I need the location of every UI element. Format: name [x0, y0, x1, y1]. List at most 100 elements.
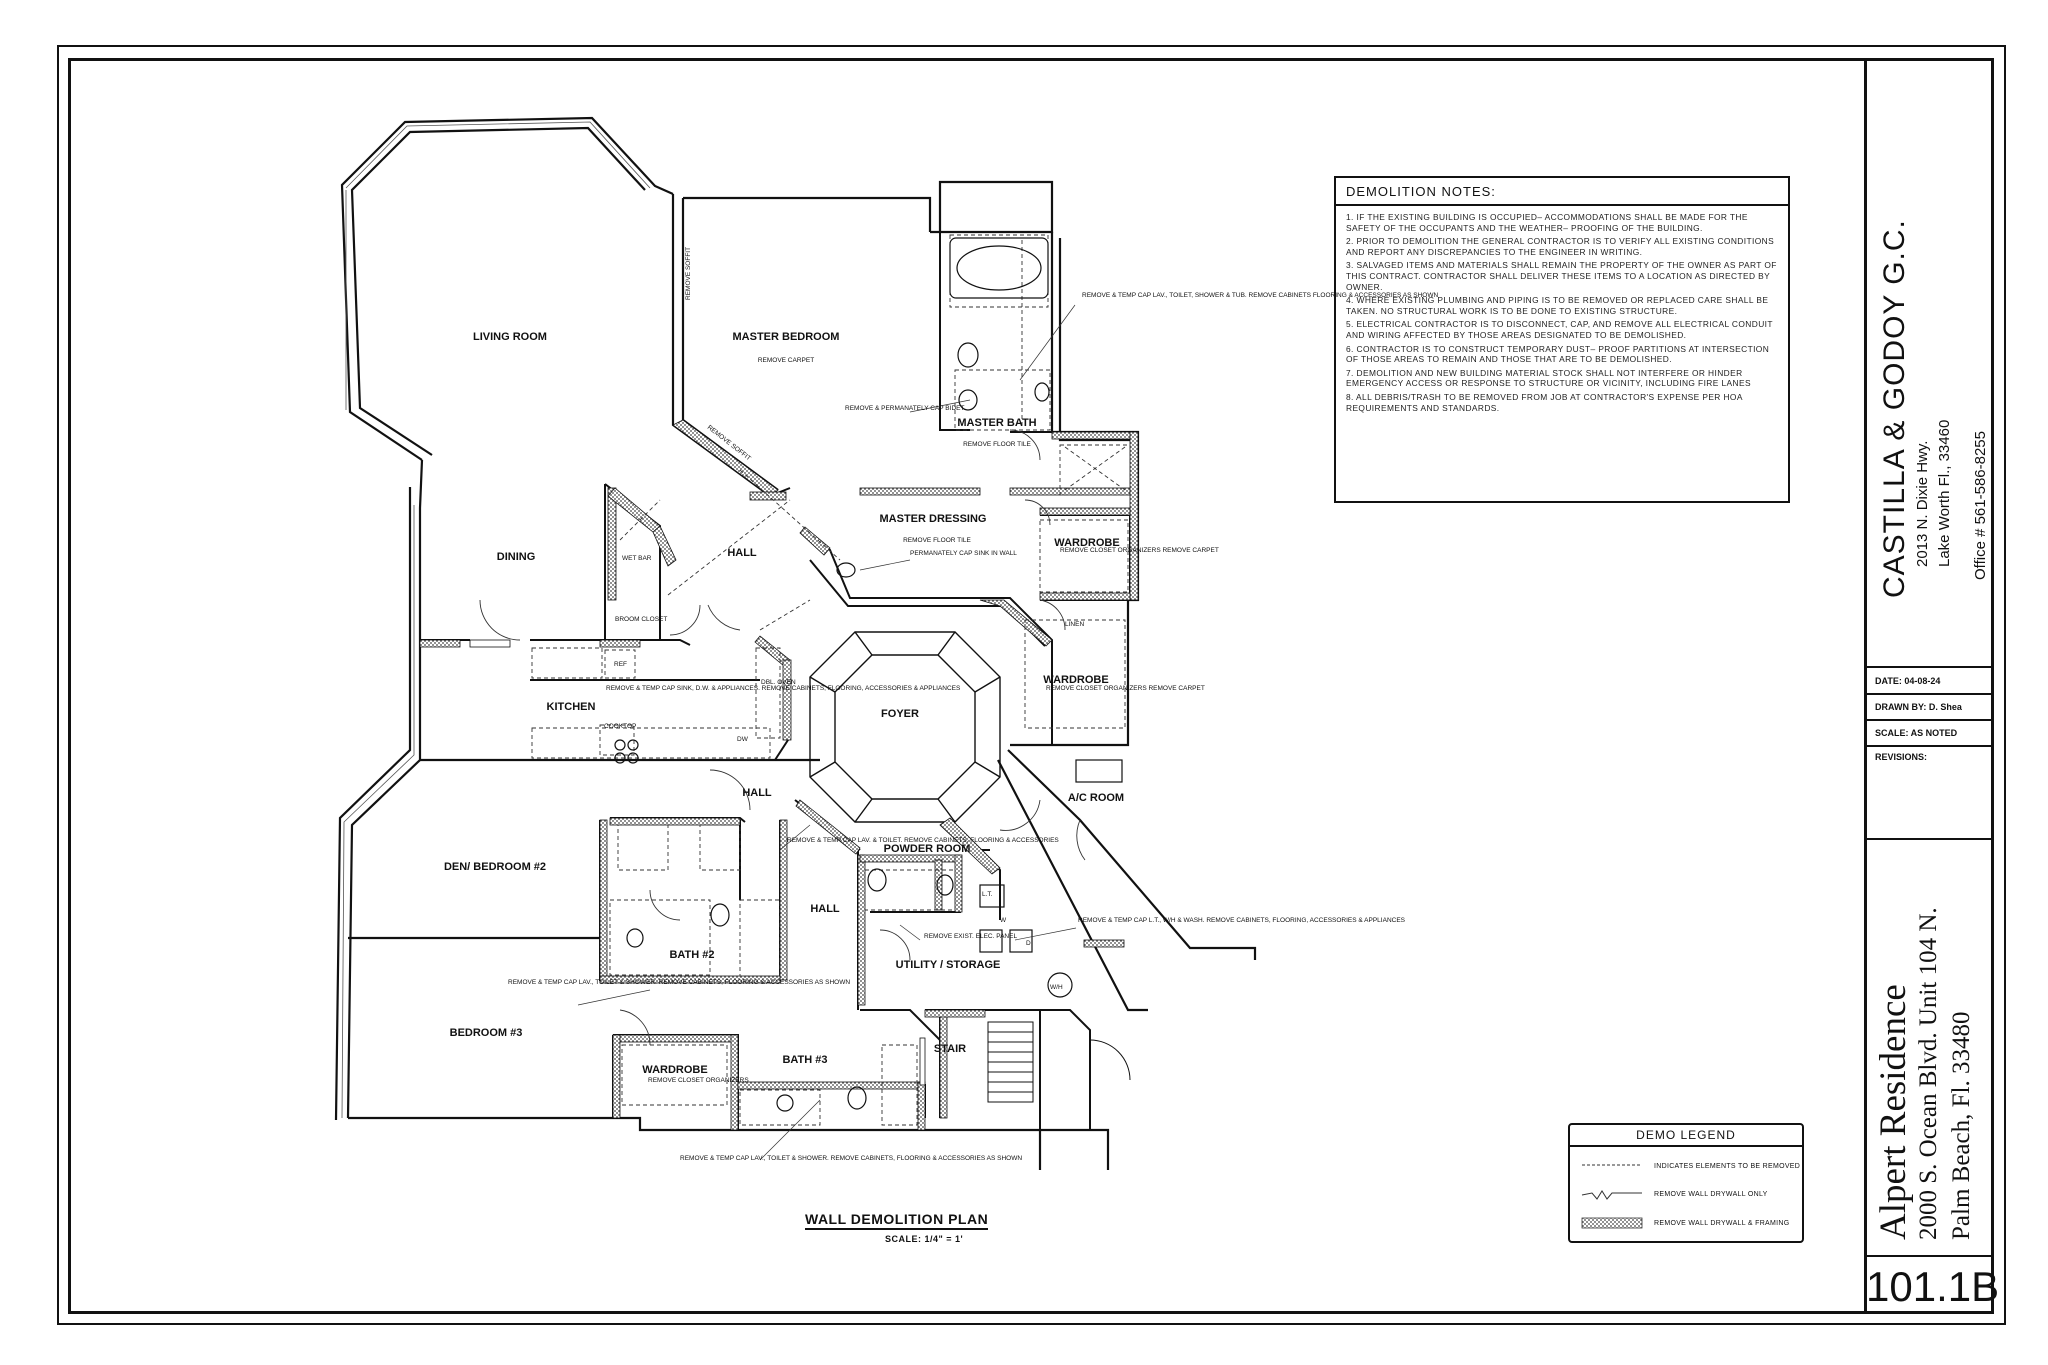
room-note: REMOVE FLOOR TILE [903, 537, 971, 544]
hall-label: HALL [742, 787, 772, 799]
dw-label: DW [737, 736, 749, 743]
room-note: REMOVE CLOSET ORGANIZERS REMOVE CARPET [1046, 685, 1205, 692]
sink-icon [836, 562, 856, 578]
callout: REMOVE & TEMP CAP LAV., TOILET & SHOWER.… [680, 1155, 1022, 1162]
demo-legend: DEMO LEGEND INDICATES ELEMENTS TO BE REM… [1568, 1123, 1804, 1243]
callout: REMOVE EXIST. ELEC. PANEL [924, 933, 1017, 940]
tub-icon [956, 245, 1042, 291]
tb-divider [1867, 1255, 1994, 1257]
linen-label: LINEN [1065, 621, 1084, 628]
note-item: 3. SALVAGED ITEMS AND MATERIALS SHALL RE… [1346, 260, 1777, 292]
zigzag-symbol [1581, 1190, 1642, 1200]
firm-name: CASTILLA & GODOY G.C. [1878, 219, 1911, 598]
cooktop-label: COOKTOP [604, 723, 636, 730]
notes-list: 1. IF THE EXISTING BUILDING IS OCCUPIED–… [1336, 206, 1788, 413]
lt-label: L.T. [982, 891, 993, 898]
drawing-title: WALL DEMOLITION PLAN [805, 1211, 989, 1230]
leader-lines [577, 304, 1077, 1161]
callout: PERMANATELY CAP SINK IN WALL [910, 550, 1017, 557]
bidet-icon [958, 389, 978, 411]
dining-label: DINING [497, 551, 536, 563]
bath-3-label: BATH #3 [782, 1054, 827, 1066]
den-label: DEN/ BEDROOM #2 [444, 861, 546, 873]
demo-walls-hatched [419, 419, 1139, 1131]
wardrobe-label: WARDROBE [642, 1064, 707, 1076]
bath-2-label: BATH #2 [669, 949, 714, 961]
window-lines [341, 121, 651, 1119]
wardrobe-label: WARDROBE [1054, 537, 1119, 549]
washer-label: W [1000, 917, 1007, 924]
soffit-label: REMOVE SOFFIT [685, 247, 692, 300]
legend-row-1: INDICATES ELEMENTS TO BE REMOVED [1654, 1163, 1801, 1170]
note-item: 1. IF THE EXISTING BUILDING IS OCCUPIED–… [1346, 212, 1748, 233]
master-dressing-label: MASTER DRESSING [880, 513, 987, 525]
toilet-icon [847, 1086, 867, 1110]
exterior-walls [334, 116, 1257, 1170]
date-field: DATE: 04-08-24 [1875, 676, 1941, 686]
small-labels: REMOVE CARPET REMOVE FLOOR TILE REMOVE F… [508, 247, 1438, 1162]
utility-label: UTILITY / STORAGE [896, 959, 1001, 971]
living-room-label: LIVING ROOM [473, 331, 547, 343]
stair [987, 1021, 1131, 1103]
demolition-notes: DEMOLITION NOTES: 1. IF THE EXISTING BUI… [1334, 176, 1790, 503]
callout: REMOVE & TEMP CAP L.T., W/H & WASH. REMO… [1078, 917, 1406, 924]
oven-label: DBL. OVEN [761, 679, 796, 686]
project-name: Alpert Residence [1873, 984, 1914, 1240]
room-note: REMOVE CARPET [758, 357, 814, 364]
sink-icon [936, 874, 954, 896]
callout: REMOVE & PERMANATELY CAP BIDET [845, 405, 964, 412]
broom-closet-label: BROOM CLOSET [615, 616, 667, 623]
firm-office: Office # 561-586-8255 [1972, 431, 1989, 580]
scale-field: SCALE: AS NOTED [1875, 728, 1958, 738]
legend-title: DEMO LEGEND [1570, 1125, 1802, 1147]
stair-label: STAIR [934, 1043, 966, 1055]
wardrobe-label: WARDROBE [1043, 674, 1108, 686]
legend-symbols [1581, 1164, 1643, 1229]
callout: REMOVE & TEMP CAP SINK, D.W. & APPLIANCE… [606, 685, 961, 692]
note-item: 7. DEMOLITION AND NEW BUILDING MATERIAL … [1346, 367, 1751, 389]
tb-divider [1867, 838, 1994, 840]
sink-icon [1034, 382, 1050, 402]
room-note: REMOVE CLOSET ORGANIZERS [648, 1077, 749, 1084]
note-item: 5. ELECTRICAL CONTRACTOR IS TO DISCONNEC… [1346, 319, 1773, 340]
water-heater-label: W/H [1050, 984, 1063, 991]
callout: REMOVE & TEMP CAP LAV., TOILET, SHOWER &… [1082, 292, 1438, 299]
project-address: 2000 S. Ocean Blvd. Unit 104 N. [1915, 907, 1942, 1240]
wet-bar-label: WET BAR [622, 555, 652, 562]
powder-room-label: POWDER ROOM [884, 843, 971, 855]
legend-row-3: REMOVE WALL DRYWALL & FRAMING [1654, 1220, 1790, 1227]
toilet-icon [710, 903, 730, 927]
sheet-inner-border [68, 58, 1994, 1314]
room-note: REMOVE FLOOR TILE [963, 441, 1031, 448]
sink-icon [626, 928, 644, 948]
tb-divider [1867, 745, 1994, 747]
dryer-label: D [1026, 940, 1031, 947]
firm-address: 2013 N. Dixie Hwy. [1914, 440, 1931, 567]
callout: REMOVE & TEMP CAP LAV., TOILET & SHOWER.… [508, 979, 850, 986]
callout: REMOVE & TEMP CAP LAV. & TOILET. REMOVE … [787, 837, 1059, 844]
kitchen-label: KITCHEN [547, 701, 596, 713]
master-bath-label: MASTER BATH [957, 417, 1036, 429]
water-heater-icon [1047, 972, 1073, 998]
sink-icon [776, 1094, 794, 1112]
toilet-icon [957, 342, 979, 368]
note-item: 4. WHERE EXISTING PLUMBING AND PIPING IS… [1346, 295, 1769, 316]
tb-divider [1867, 693, 1994, 695]
burner-icon [614, 739, 626, 751]
hall-label: HALL [810, 903, 840, 915]
master-bedroom-label: MASTER BEDROOM [733, 331, 840, 343]
title-block: DATE: 04-08-24 DRAWN BY: D. Shea SCALE: … [1864, 58, 1994, 1314]
hatch-symbol [1581, 1217, 1643, 1229]
note-item: 8. ALL DEBRIS/TRASH TO BE REMOVED FROM J… [1346, 391, 1743, 413]
firm-city: Lake Worth Fl., 33460 [1936, 419, 1953, 567]
sheet-outer-border [57, 45, 2006, 1325]
ac-room-label: A/C ROOM [1068, 792, 1124, 804]
room-note: REMOVE CLOSET ORGANIZERS REMOVE CARPET [1060, 547, 1219, 554]
note-item: 2. PRIOR TO DEMOLITION THE GENERAL CONTR… [1346, 236, 1775, 257]
legend-row-2: REMOVE WALL DRYWALL ONLY [1654, 1191, 1768, 1198]
tb-divider [1867, 666, 1994, 668]
hall-label: HALL [727, 547, 757, 559]
notes-title: DEMOLITION NOTES: [1336, 178, 1788, 206]
door-swings [479, 429, 1086, 1046]
